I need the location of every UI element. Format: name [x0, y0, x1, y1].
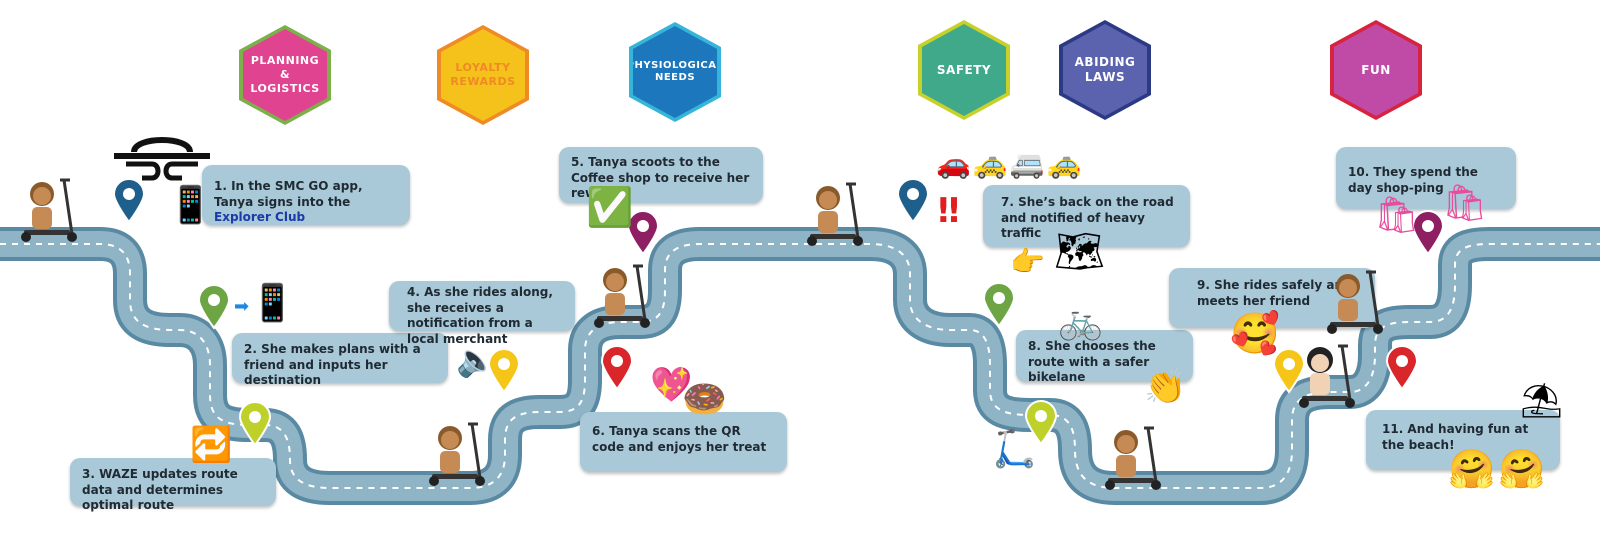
location-pin-icon-lime[interactable]: [1024, 400, 1058, 446]
alert-icon: ‼: [938, 191, 960, 231]
step-card-3: 3. WAZE updates route data and determine…: [70, 458, 276, 512]
step-text: 4. As she rides along, she receives a no…: [407, 285, 553, 346]
rider-scooter-icon: [429, 422, 485, 486]
shopping-bags-icon: 🛍: [1374, 195, 1420, 236]
bird-logo-icon: [114, 137, 210, 181]
shopping-bags-icon: 🛍: [1442, 183, 1488, 224]
kick-scooter-icon: 🛴: [992, 429, 1037, 470]
location-pin-icon-lime[interactable]: [238, 401, 272, 447]
location-pin-icon-purple[interactable]: [626, 210, 660, 256]
step-text: 7. She’s back on the road and notified o…: [1001, 195, 1174, 241]
step-card-10: 10. They spend the day shop-ping: [1336, 147, 1516, 209]
step-text: 3. WAZE updates route data and determine…: [82, 467, 238, 513]
category-label: FUN: [1361, 62, 1391, 77]
arrow-icon: ➡: [234, 296, 250, 317]
category-label: PHYSIOLOGICAL NEEDS: [626, 59, 724, 84]
rider-scooter-icon: [594, 264, 650, 328]
phone-icon: 📱: [168, 185, 213, 226]
repeat-icon: 🔁: [190, 425, 233, 465]
step-text: 6. Tanya scans the QR code and enjoys he…: [592, 424, 767, 454]
heart-icon: 💖: [650, 365, 693, 405]
step-text: 1. In the SMC GO app, Tanya signs into t…: [214, 179, 363, 209]
category-planning-logistics: PLANNING & LOGISTICS: [239, 25, 331, 125]
rider-scooter-icon: [807, 182, 863, 246]
friend-scooter-icon: [1299, 344, 1355, 408]
step-card-6: 6. Tanya scans the QR code and enjoys he…: [580, 412, 787, 472]
step-card-1: 1. In the SMC GO app, Tanya signs into t…: [202, 165, 410, 225]
clapping-hands-icon: 👏: [1144, 367, 1187, 407]
beach-umbrella-icon: ⛱: [1520, 381, 1564, 421]
location-pin-icon-red[interactable]: [1385, 345, 1419, 391]
step-card-4: 4. As she rides along, she receives a no…: [389, 281, 575, 346]
step-text: 9. She rides safely and meets her friend: [1197, 278, 1352, 308]
rider-scooter-icon: [21, 178, 77, 242]
location-pin-icon-yellow[interactable]: [1272, 348, 1306, 394]
hugging-face-icon: 🤗: [1448, 447, 1496, 491]
rider-scooter-icon: [1327, 270, 1383, 334]
location-pin-icon-blue[interactable]: [896, 178, 930, 224]
step-card-5: 5. Tanya scoots to the Coffee shop to re…: [559, 147, 763, 203]
smiling-hearts-icon: 🥰: [1230, 311, 1280, 357]
location-pin-icon-blue[interactable]: [112, 178, 146, 224]
step-card-8: 8. She chooses the route with a safer bi…: [1016, 330, 1193, 385]
step-card-2: 2. She makes plans with a friend and inp…: [232, 333, 448, 387]
bicycle-icon: 🚲: [1058, 301, 1103, 342]
category-label: LOYALTY REWARDS: [450, 61, 516, 88]
step-text: 5. Tanya scoots to the Coffee shop to re…: [571, 155, 750, 201]
location-pin-icon-purple[interactable]: [1411, 210, 1445, 256]
step-text: 10. They spend the day shop-ping: [1348, 165, 1478, 195]
location-pin-icon-green[interactable]: [197, 284, 231, 330]
step-text: 11. And having fun at the beach!: [1382, 422, 1529, 452]
step-text: 8. She chooses the route with a safer bi…: [1028, 339, 1156, 385]
category-fun: FUN: [1330, 20, 1422, 120]
donut-icon: 🍩: [682, 379, 727, 420]
step-text: 2. She makes plans with a friend and inp…: [244, 342, 421, 388]
step-card-11: 11. And having fun at the beach!: [1366, 410, 1560, 470]
rider-scooter-icon: [1105, 426, 1161, 490]
location-pin-icon-green[interactable]: [982, 282, 1016, 328]
pointing-hand-icon: 👉: [1010, 245, 1045, 278]
location-pin-icon-yellow[interactable]: [487, 348, 521, 394]
phone-icon: 📱: [250, 283, 295, 324]
check-icon: ✅: [586, 185, 634, 229]
category-label: PLANNING & LOGISTICS: [250, 54, 320, 95]
category-loyalty-rewards: LOYALTY REWARDS: [437, 25, 529, 125]
category-label: SAFETY: [936, 62, 992, 77]
category-abiding-laws: ABIDING LAWS: [1059, 20, 1151, 120]
explorer-club-link[interactable]: Explorer Club: [214, 210, 306, 225]
speaker-icon: 🔈: [456, 341, 496, 379]
step-card-7: 7. She’s back on the road and notified o…: [983, 185, 1190, 247]
traffic-cars-icon: 🚗🚕🚐🚕: [936, 147, 1084, 180]
category-label: ABIDING LAWS: [1074, 55, 1136, 84]
map-icon: 🗺: [1054, 229, 1105, 275]
hugging-face-icon: 🤗: [1498, 447, 1546, 491]
location-pin-icon-red[interactable]: [600, 345, 634, 391]
